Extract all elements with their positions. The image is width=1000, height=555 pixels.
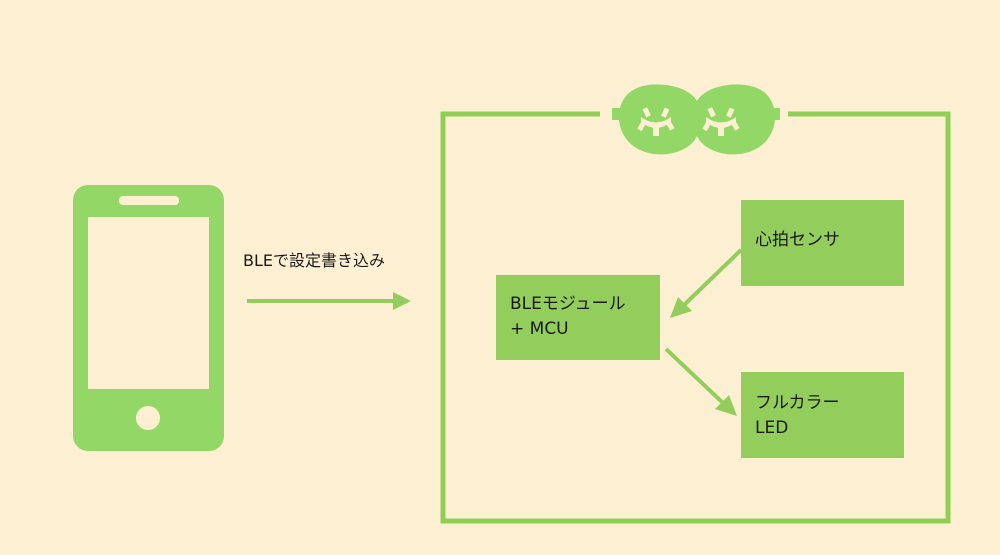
ble-mcu-box: BLEモジュール + MCU — [496, 275, 660, 360]
led-label-line1: フルカラー — [755, 393, 840, 413]
heart-sensor-label: 心拍センサ — [755, 230, 840, 250]
ble-write-label: BLEで設定書き込み — [243, 251, 386, 270]
ble-mcu-label-line2: + MCU — [510, 319, 569, 339]
ble-mcu-label-line1: BLEモジュール — [510, 294, 626, 314]
sensor-to-mcu-arrow — [670, 248, 743, 318]
ble-arrow — [247, 292, 411, 310]
full-color-led-box: フルカラー LED — [741, 372, 904, 458]
led-label-line2: LED — [755, 418, 789, 438]
smartphone-icon — [73, 185, 224, 451]
mcu-to-led-arrow — [664, 347, 737, 416]
sleep-mask-icon — [612, 84, 780, 155]
heart-sensor-box: 心拍センサ — [741, 200, 904, 286]
device-frame — [440, 111, 951, 524]
